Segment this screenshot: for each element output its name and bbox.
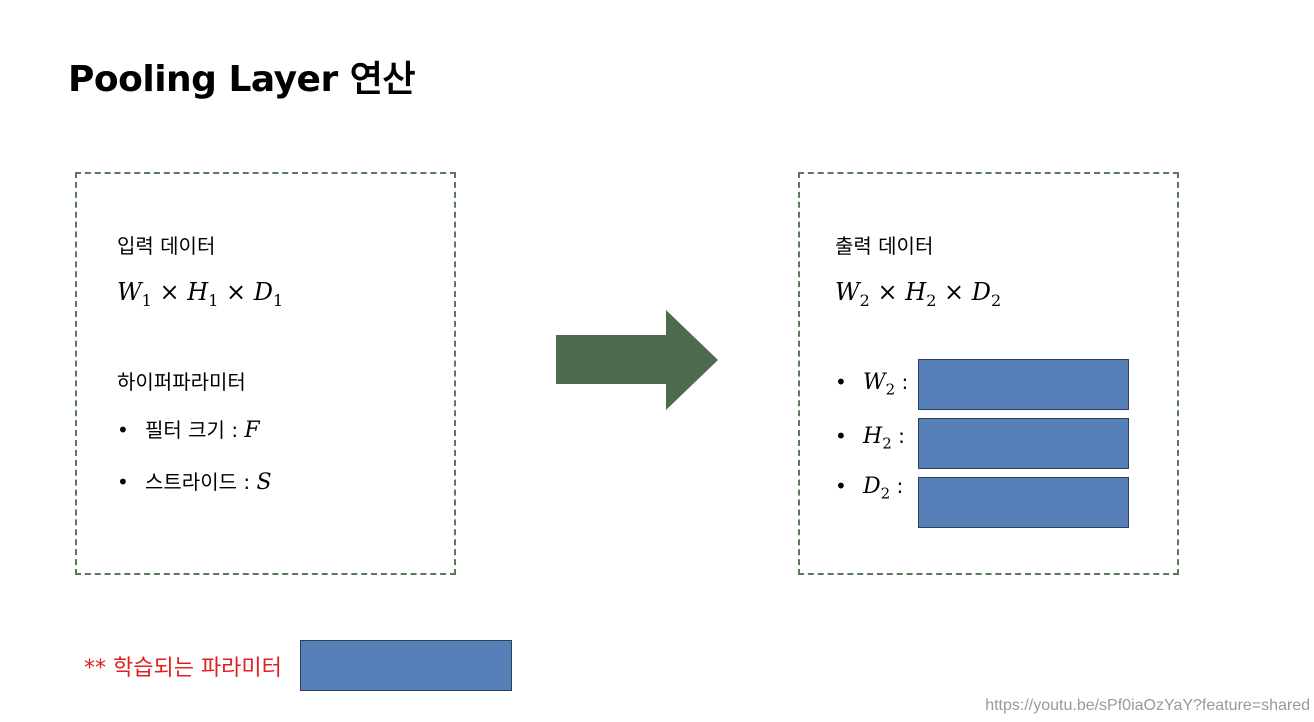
times-symbol: ×	[944, 278, 965, 306]
symbol-sub: 2	[885, 380, 896, 399]
hidden-answer-d2[interactable]	[918, 477, 1129, 528]
input-w-sub: 1	[141, 290, 152, 310]
param-stride: • 스트라이드 : S	[117, 466, 272, 495]
bullet: •	[117, 418, 129, 442]
learned-params-note: ** 학습되는 파라미터	[84, 656, 282, 681]
right-arrow-icon	[556, 310, 718, 410]
symbol-sub: 2	[882, 434, 892, 453]
bullet: •	[835, 370, 847, 394]
colon: :	[896, 474, 904, 498]
input-d-sub: 1	[273, 290, 284, 310]
page-title: Pooling Layer 연산	[68, 59, 416, 100]
times-symbol: ×	[226, 278, 247, 306]
hidden-answer-h2[interactable]	[918, 418, 1129, 469]
item-symbol: H2	[863, 424, 892, 453]
hidden-answer-w2[interactable]	[918, 359, 1129, 410]
bullet: •	[117, 470, 129, 494]
param-symbol: F	[244, 418, 260, 443]
input-data-label: 입력 데이터	[117, 234, 216, 258]
param-filter-size: • 필터 크기 : F	[117, 414, 260, 443]
item-symbol: W2	[863, 370, 896, 399]
output-h-sub: 2	[926, 290, 937, 310]
input-h: H	[187, 278, 209, 306]
symbol-letter: D	[863, 474, 881, 499]
item-symbol: D2	[863, 474, 891, 503]
source-url[interactable]: https://youtu.be/sPf0iaOzYaY?feature=sha…	[985, 697, 1310, 714]
output-w: W	[835, 278, 860, 306]
output-item-d2: • D2 :	[835, 474, 903, 502]
hidden-answer-params[interactable]	[300, 640, 512, 691]
times-symbol: ×	[159, 278, 180, 306]
colon: :	[898, 424, 905, 448]
output-dimensions: W2 × H2 × D2	[835, 278, 1001, 310]
bullet: •	[835, 474, 847, 498]
times-symbol: ×	[877, 278, 898, 306]
hyperparameter-label: 하이퍼파라미터	[117, 370, 246, 394]
bullet: •	[835, 424, 847, 448]
param-symbol: S	[256, 470, 272, 495]
param-text: 스트라이드 :	[145, 470, 257, 494]
output-d-sub: 2	[991, 290, 1002, 310]
output-data-label: 출력 데이터	[835, 234, 934, 258]
output-h: H	[905, 278, 927, 306]
output-d: D	[971, 278, 992, 306]
output-item-h2: • H2 :	[835, 424, 905, 452]
input-dimensions: W1 × H1 × D1	[117, 278, 283, 310]
output-w-sub: 2	[859, 290, 870, 310]
symbol-sub: 2	[880, 484, 891, 503]
symbol-letter: H	[863, 424, 883, 449]
symbol-letter: W	[863, 370, 886, 395]
input-h-sub: 1	[208, 290, 219, 310]
output-data-box	[798, 172, 1179, 575]
input-data-box	[75, 172, 456, 575]
output-item-w2: • W2 :	[835, 370, 908, 398]
input-w: W	[117, 278, 142, 306]
input-d: D	[253, 278, 274, 306]
param-text: 필터 크기 :	[145, 418, 245, 442]
colon: :	[901, 370, 909, 394]
